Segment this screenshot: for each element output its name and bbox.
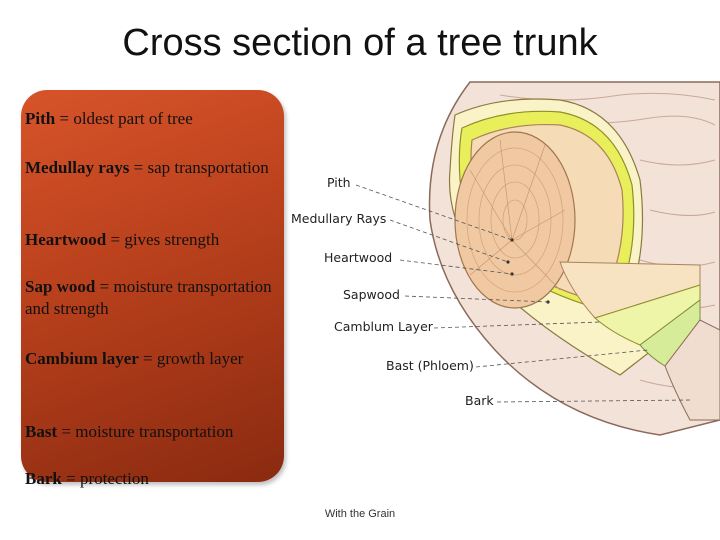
definition-bark: Bark = protection (25, 468, 287, 490)
footer-credit: With the Grain (300, 508, 420, 520)
definition-term: Heartwood (25, 230, 106, 249)
definition-separator: = (139, 349, 157, 368)
definition-medullary-rays: Medullay rays = sap transportation (25, 157, 287, 179)
label-heartwood-text: Heartwood (324, 250, 392, 265)
heartwood-core (455, 132, 575, 308)
definition-separator: = (129, 158, 147, 177)
definition-text: moisture transportation (75, 422, 233, 441)
definition-separator: = (57, 422, 75, 441)
definition-separator: = (55, 109, 73, 128)
definition-pith: Pith = oldest part of tree (25, 108, 287, 130)
definition-separator: = (62, 469, 80, 488)
label-cambium-text: Camblum Layer (334, 319, 434, 334)
definition-bast: Bast = moisture transportation (25, 421, 287, 443)
definition-text: oldest part of tree (73, 109, 192, 128)
definition-term: Bark (25, 469, 62, 488)
definition-term: Bast (25, 422, 57, 441)
label-medullary-rays-text: Medullary Rays (291, 211, 386, 226)
definition-term: Pith (25, 109, 55, 128)
definition-separator: = (106, 230, 124, 249)
label-bast-text: Bast (Phloem) (386, 358, 474, 373)
definition-text: growth layer (157, 349, 243, 368)
definition-cambium: Cambium layer = growth layer (25, 348, 287, 370)
definition-term: Sap wood (25, 277, 95, 296)
definition-heartwood: Heartwood = gives strength (25, 229, 287, 251)
label-pith-text: Pith (327, 175, 351, 190)
tree-trunk-diagram: Pith Medullary Rays Heartwood Sapwood Ca… (284, 78, 720, 498)
definition-separator: = (95, 277, 113, 296)
definition-text: protection (80, 469, 149, 488)
label-bark-text: Bark (465, 393, 494, 408)
definition-text: sap transportation (147, 158, 268, 177)
definition-term: Medullay rays (25, 158, 129, 177)
label-sapwood-text: Sapwood (343, 287, 400, 302)
definition-sapwood: Sap wood = moisture transportation and s… (25, 276, 287, 320)
definition-term: Cambium layer (25, 349, 139, 368)
definition-text: gives strength (124, 230, 219, 249)
slide-title: Cross section of a tree trunk (0, 22, 720, 65)
